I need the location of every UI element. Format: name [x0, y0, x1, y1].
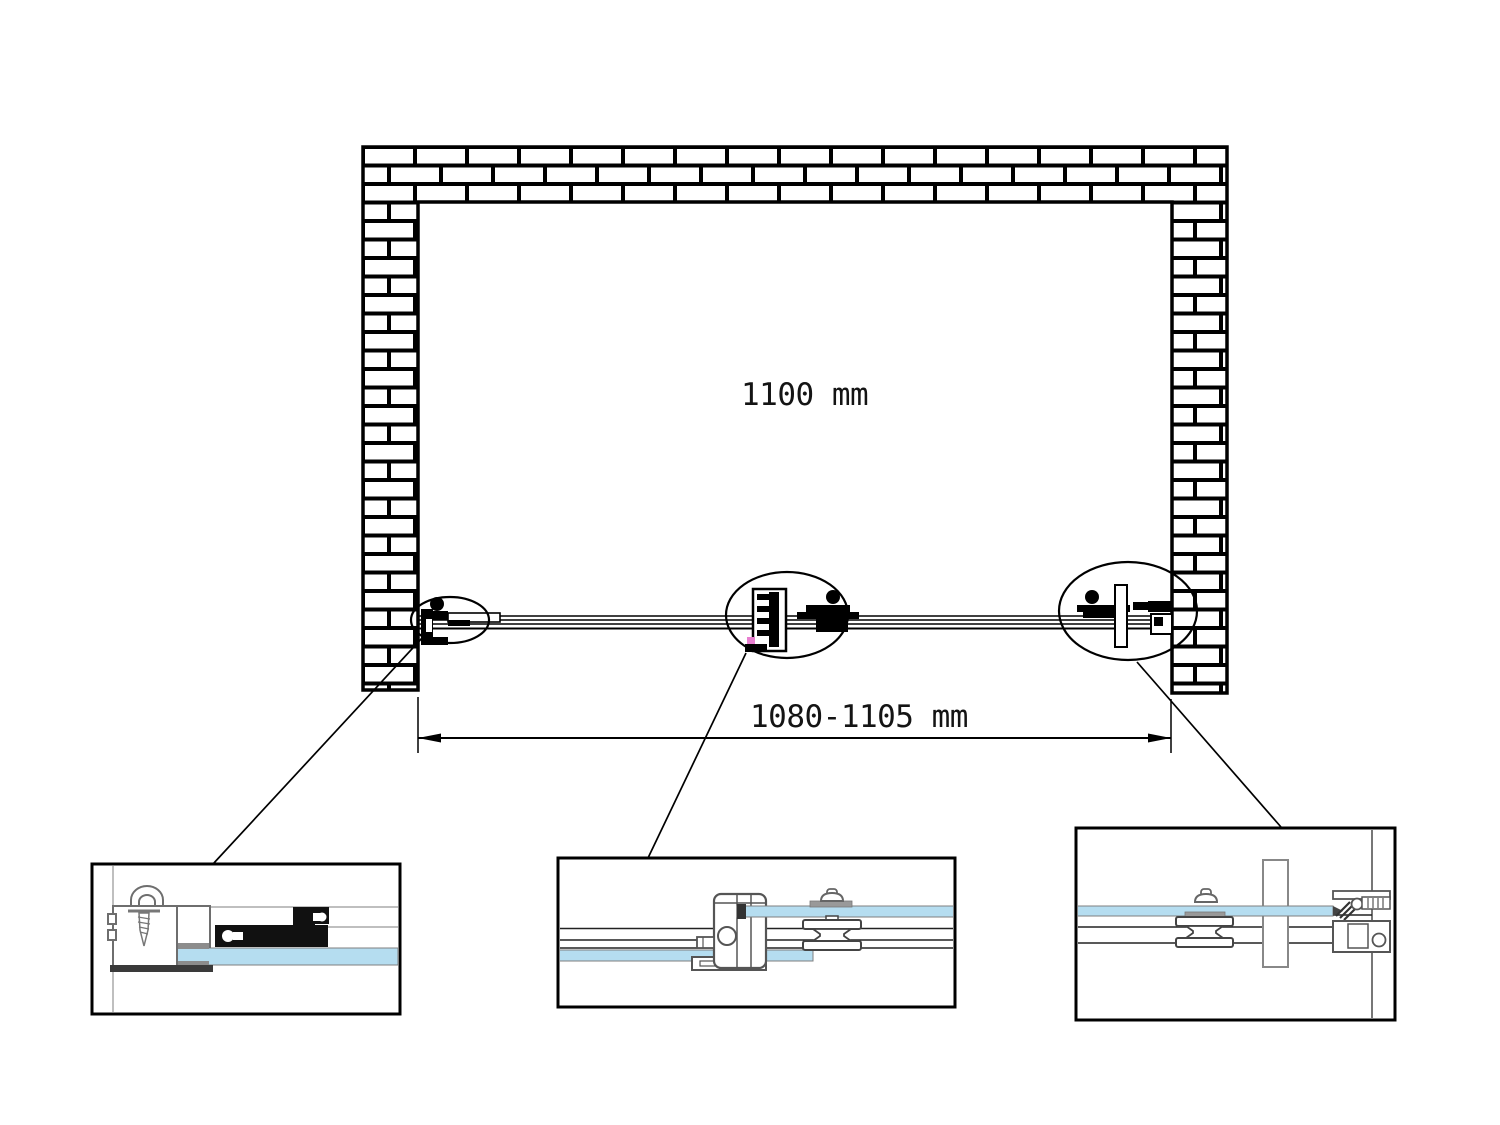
glass-panel-section: [176, 947, 398, 966]
detail-callout-middle: [724, 570, 850, 660]
lower-glass-panel: [560, 949, 814, 962]
roller-bolt-right: [1193, 888, 1219, 903]
pink-marker: [747, 637, 755, 644]
roller-bolt: [819, 888, 845, 902]
dimension-installation-range: [417, 697, 1172, 753]
installation-range-label: 1080-1105 mm: [750, 699, 968, 735]
profile-screw: [128, 909, 160, 947]
door-track: [418, 615, 1172, 630]
detail-box-right: [1074, 826, 1397, 1022]
detail-callout-left: [409, 595, 491, 645]
wall-adjustment-bracket: [1332, 890, 1391, 953]
upper-glass-panel: [736, 905, 953, 918]
center-connector-hardware: [745, 587, 859, 653]
brick-wall: [361, 145, 1229, 695]
leader-line-left: [212, 636, 424, 865]
detail-box-middle: [556, 856, 957, 1009]
detail-box-left: [90, 862, 402, 1016]
glass-clamp-profile: [215, 907, 329, 947]
roller-wheel: [802, 915, 862, 951]
leader-line-right: [1136, 661, 1282, 828]
right-roller-hardware: [1077, 584, 1173, 648]
roller-wheel-right: [1175, 916, 1234, 948]
opening-width-label: 1100 mm: [741, 377, 869, 413]
leader-line-middle: [647, 652, 747, 859]
detail-callout-right: [1057, 560, 1199, 662]
